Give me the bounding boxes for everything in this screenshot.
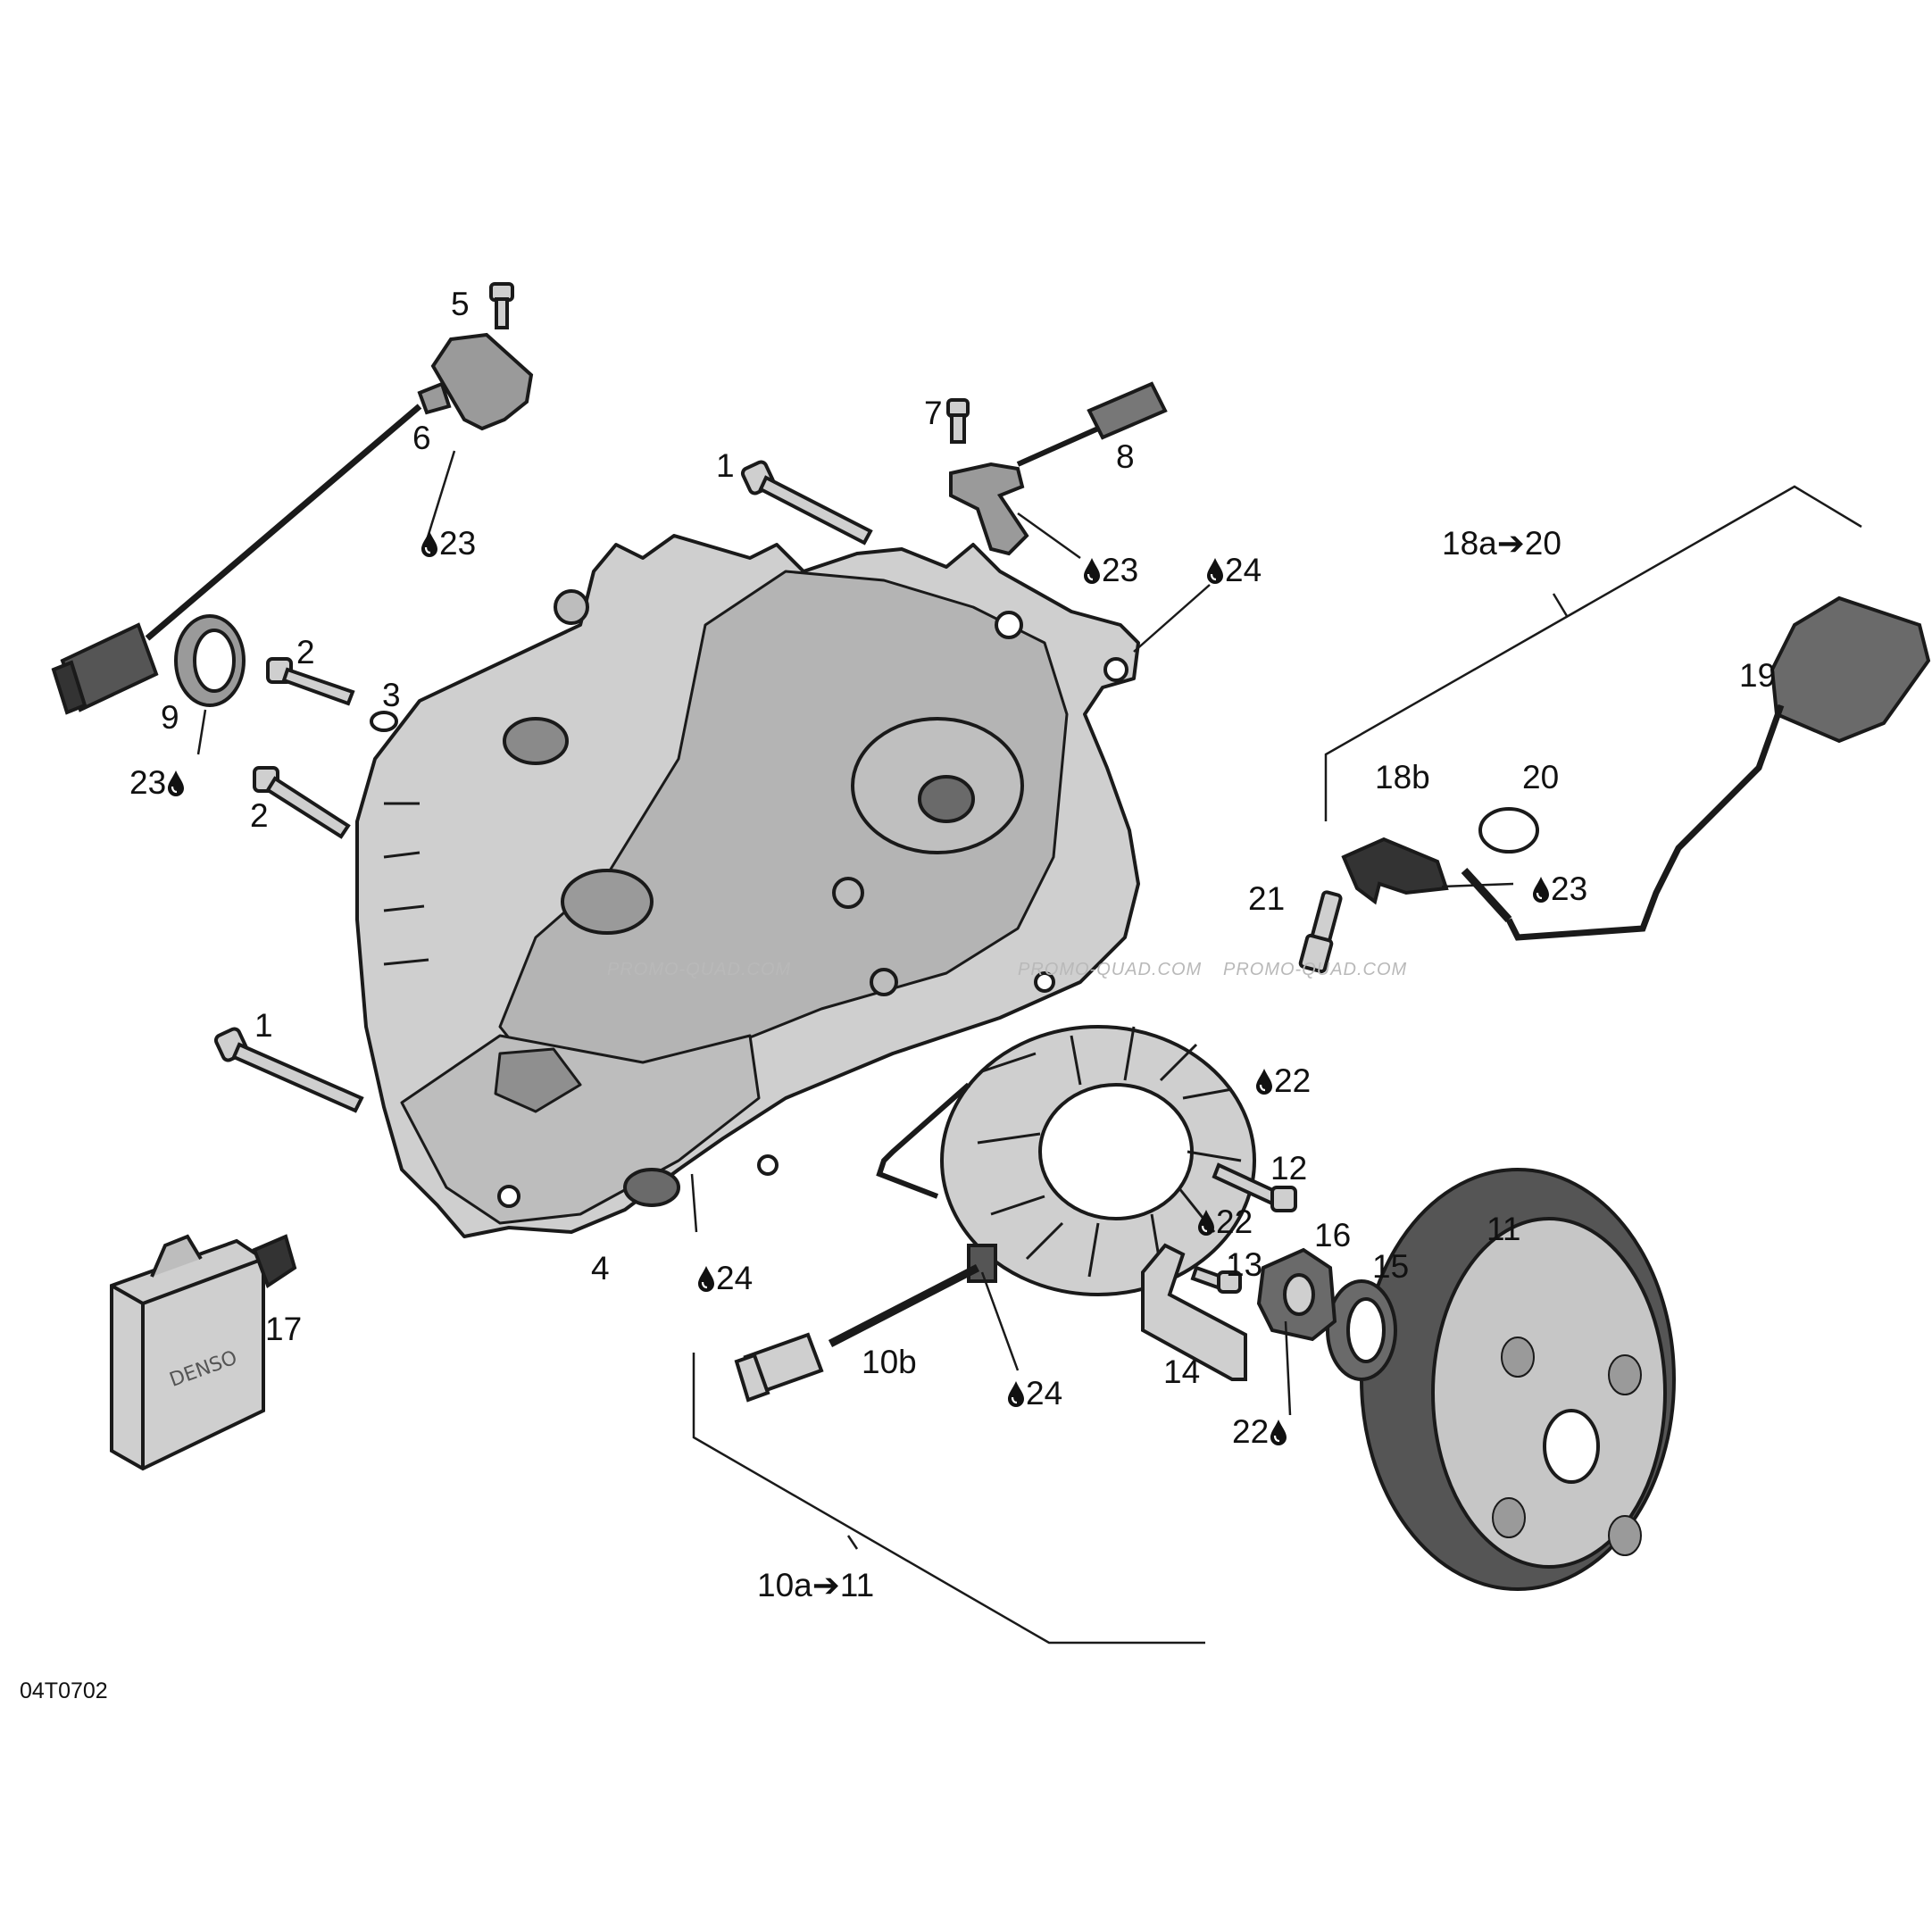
wire-harness-part-10b bbox=[734, 1263, 980, 1403]
sealant-drop-icon bbox=[1254, 1068, 1274, 1095]
callout-18a-20: 18a➔20 bbox=[1442, 525, 1561, 562]
callout-22-screw13: 22 bbox=[1196, 1205, 1253, 1238]
callout-21: 21 bbox=[1248, 880, 1286, 917]
watermark-2: PROMO-QUAD.COM bbox=[1018, 960, 1203, 979]
callout-24-housing-top: 24 bbox=[1205, 554, 1262, 587]
bracket-part-14 bbox=[1141, 1243, 1247, 1381]
callout-9: 9 bbox=[161, 699, 179, 736]
bolt-part-12 bbox=[1212, 1162, 1297, 1212]
magneto-housing-part-4 bbox=[355, 534, 1140, 1238]
bolt-part-2-lower bbox=[253, 766, 351, 839]
flywheel-part-11 bbox=[1360, 1168, 1676, 1591]
sealant-drop-icon bbox=[1269, 1419, 1288, 1445]
sealant-drop-icon bbox=[420, 530, 439, 557]
callout-18b: 18b bbox=[1375, 759, 1430, 795]
callout-5: 5 bbox=[451, 286, 470, 322]
washer-part-15 bbox=[1326, 1279, 1397, 1381]
callout-19: 19 bbox=[1739, 657, 1777, 694]
ecu-part-17: DENSO bbox=[110, 1234, 297, 1471]
speed-sensor-part-8 bbox=[949, 381, 1168, 556]
callout-22-nut16: 22 bbox=[1232, 1415, 1288, 1448]
callout-12: 12 bbox=[1270, 1150, 1308, 1187]
leader-lines bbox=[196, 450, 1862, 1645]
drawing-code: 04T0702 bbox=[20, 1678, 108, 1703]
callout-14: 14 bbox=[1163, 1353, 1201, 1390]
sealant-drop-icon bbox=[696, 1265, 716, 1292]
ignition-coil-part-19 bbox=[1461, 595, 1931, 941]
screw-part-5 bbox=[489, 282, 514, 329]
callout-23-sensor8: 23 bbox=[1082, 554, 1138, 587]
watermark-1: PROMO-QUAD.COM bbox=[607, 960, 792, 979]
callout-6: 6 bbox=[412, 420, 431, 456]
callout-24-housing-bottom: 24 bbox=[696, 1262, 753, 1295]
callout-10a-11: 10a➔11 bbox=[757, 1567, 875, 1603]
callout-24-stator: 24 bbox=[1006, 1377, 1062, 1410]
callout-10b: 10b bbox=[862, 1344, 917, 1380]
callout-23-cap18b: 23 bbox=[1531, 872, 1587, 905]
seal-part-9 bbox=[174, 614, 246, 707]
bolt-part-1-bottom bbox=[213, 1027, 364, 1113]
stator-part-10a bbox=[876, 1025, 1256, 1296]
sealant-drop-icon bbox=[1196, 1209, 1216, 1236]
callout-23-seal9: 23 bbox=[129, 766, 186, 799]
sealant-drop-icon bbox=[1205, 557, 1225, 584]
callout-2-lower: 2 bbox=[250, 797, 269, 834]
spark-plug-part-21 bbox=[1298, 890, 1343, 974]
callout-23-sensor6: 23 bbox=[420, 527, 476, 560]
callout-11: 11 bbox=[1486, 1211, 1521, 1247]
callout-13: 13 bbox=[1226, 1246, 1263, 1283]
sealant-drop-icon bbox=[1082, 557, 1102, 584]
bolt-part-2-upper bbox=[266, 657, 355, 706]
callout-1-top: 1 bbox=[716, 447, 735, 484]
callout-4: 4 bbox=[591, 1250, 610, 1287]
callout-16: 16 bbox=[1314, 1217, 1352, 1253]
callout-7: 7 bbox=[924, 395, 943, 431]
callout-20: 20 bbox=[1522, 759, 1560, 795]
bolt-part-1-top bbox=[740, 460, 873, 545]
watermark-3: PROMO-QUAD.COM bbox=[1223, 960, 1408, 979]
callout-1-bottom: 1 bbox=[254, 1007, 273, 1044]
screw-part-13 bbox=[1190, 1265, 1242, 1294]
callout-15: 15 bbox=[1372, 1248, 1410, 1285]
screw-part-7 bbox=[946, 398, 970, 444]
nut-part-16 bbox=[1256, 1247, 1337, 1342]
sealant-drop-icon bbox=[1531, 876, 1551, 903]
clamp-part-20 bbox=[1478, 807, 1539, 854]
callout-8: 8 bbox=[1116, 438, 1135, 475]
sealant-drop-icon bbox=[166, 770, 186, 796]
sealant-drop-icon bbox=[1006, 1380, 1026, 1407]
callout-17: 17 bbox=[265, 1311, 303, 1347]
callout-22-bolt12: 22 bbox=[1254, 1064, 1311, 1097]
callout-2-upper: 2 bbox=[296, 634, 315, 670]
spark-plug-cap-part-18b bbox=[1341, 837, 1449, 905]
crankshaft-sensor-part-6 bbox=[51, 332, 534, 715]
o-ring-part-3 bbox=[370, 711, 398, 732]
callout-3: 3 bbox=[382, 677, 401, 713]
